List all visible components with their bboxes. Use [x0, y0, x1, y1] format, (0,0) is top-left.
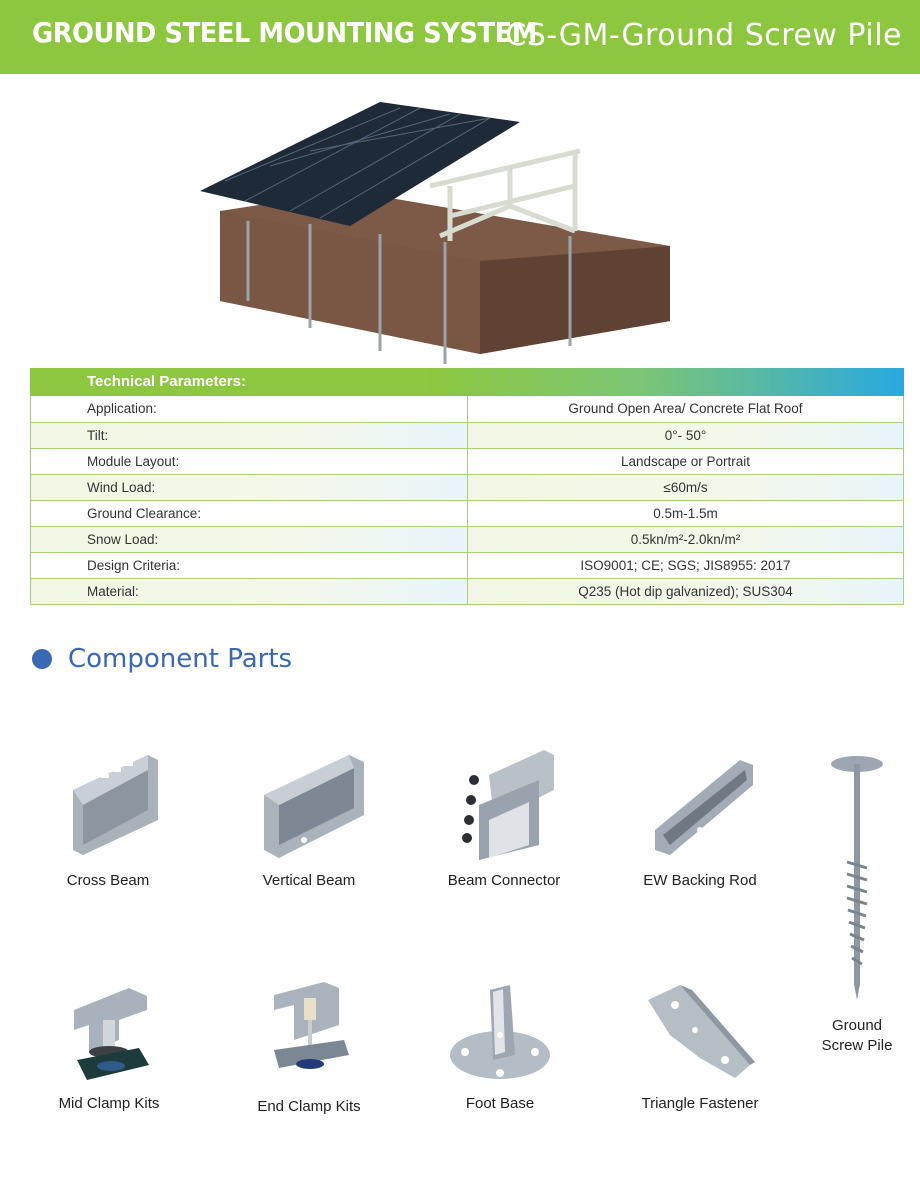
part-foot-base: Foot Base: [440, 980, 560, 1112]
param-key: Ground Clearance:: [30, 500, 468, 527]
page-title: GROUND STEEL MOUNTING SYSTEM: [32, 16, 537, 49]
page-subtitle: CS-GM-Ground Screw Pile: [505, 18, 902, 53]
param-value: Ground Open Area/ Concrete Flat Roof: [467, 396, 904, 423]
part-cross-beam: Cross Beam: [48, 750, 168, 889]
vertical-beam-icon: [264, 755, 364, 858]
technical-parameters: Technical Parameters: Application: Groun…: [30, 368, 904, 605]
param-key: Module Layout:: [30, 448, 468, 475]
part-mid-clamp-kits: Mid Clamp Kits: [44, 980, 174, 1112]
mid-clamp-kits-icon: [74, 988, 149, 1080]
part-label: Foot Base: [465, 1095, 535, 1112]
part-beam-connector: Beam Connector: [434, 750, 574, 889]
component-parts-heading: Component Parts: [32, 644, 292, 674]
part-label: Ground Screw Pile: [821, 1017, 893, 1054]
page-header: GROUND STEEL MOUNTING SYSTEM CS-GM-Groun…: [0, 0, 920, 74]
table-row: Material: Q235 (Hot dip galvanized); SUS…: [30, 578, 904, 605]
part-vertical-beam: Vertical Beam: [244, 750, 374, 889]
part-ew-backing-rod: EW Backing Rod: [630, 750, 770, 889]
part-label: Mid Clamp Kits: [58, 1095, 160, 1112]
ew-backing-rod-icon: [655, 760, 753, 855]
part-label: Beam Connector: [447, 872, 561, 889]
param-key: Application:: [30, 396, 468, 423]
table-row: Design Criteria: ISO9001; CE; SGS; JIS89…: [30, 552, 904, 579]
part-label: Triangle Fastener: [641, 1095, 759, 1112]
table-row: Wind Load: ≤60m/s: [30, 474, 904, 501]
table-row: Application: Ground Open Area/ Concrete …: [30, 396, 904, 423]
part-label: Cross Beam: [66, 872, 150, 889]
foot-base-icon: [450, 985, 550, 1079]
ground-mount-illustration: [200, 102, 670, 364]
beam-connector-icon: [462, 750, 554, 860]
table-row: Module Layout: Landscape or Portrait: [30, 448, 904, 475]
table-row: Tilt: 0°- 50°: [30, 422, 904, 449]
part-triangle-fastener: Triangle Fastener: [630, 980, 770, 1112]
bullet-icon: [32, 649, 52, 669]
param-value: Landscape or Portrait: [467, 448, 904, 475]
parameters-table: Application: Ground Open Area/ Concrete …: [30, 396, 904, 605]
param-value: ≤60m/s: [467, 474, 904, 501]
part-end-clamp-kits: End Clamp Kits: [244, 980, 374, 1115]
part-label: Vertical Beam: [262, 872, 356, 889]
param-value: ISO9001; CE; SGS; JIS8955: 2017: [467, 552, 904, 579]
param-key: Design Criteria:: [30, 552, 468, 579]
param-key: Wind Load:: [30, 474, 468, 501]
cross-beam-icon: [73, 755, 158, 855]
param-value: 0.5m-1.5m: [467, 500, 904, 527]
triangle-fastener-icon: [648, 985, 755, 1078]
param-key: Tilt:: [30, 422, 468, 449]
table-row: Snow Load: 0.5kn/m²-2.0kn/m²: [30, 526, 904, 553]
param-key: Snow Load:: [30, 526, 468, 553]
param-value: Q235 (Hot dip galvanized); SUS304: [467, 578, 904, 605]
end-clamp-kits-icon: [274, 982, 349, 1069]
table-row: Ground Clearance: 0.5m-1.5m: [30, 500, 904, 527]
param-value: 0°- 50°: [467, 422, 904, 449]
part-label: EW Backing Rod: [643, 872, 757, 889]
param-key: Material:: [30, 578, 468, 605]
ground-screw-pile-icon: [831, 756, 883, 1000]
parameters-heading: Technical Parameters:: [30, 368, 904, 396]
part-ground-screw-pile: Ground Screw Pile: [812, 752, 902, 1056]
section-title: Component Parts: [68, 644, 293, 674]
param-value: 0.5kn/m²-2.0kn/m²: [467, 526, 904, 553]
part-label: End Clamp Kits: [257, 1098, 361, 1115]
